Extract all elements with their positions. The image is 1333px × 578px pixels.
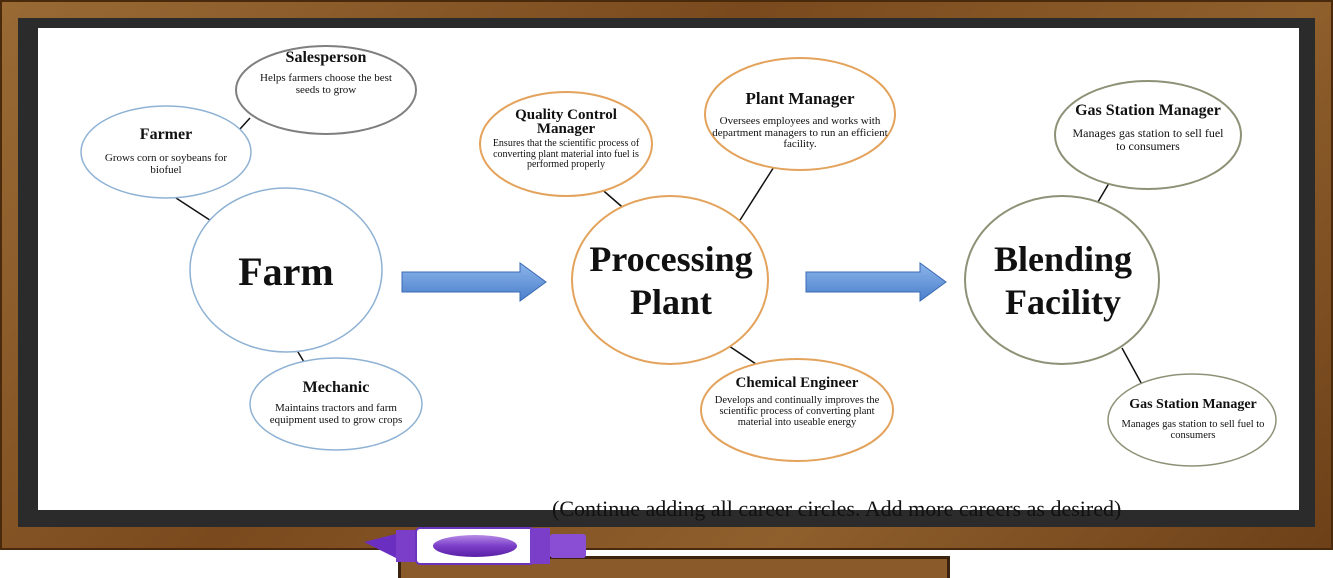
gas-top-desc: Manages gas station to sell fuel to cons… (1072, 126, 1224, 153)
marker-end (550, 534, 586, 558)
farmer-oval (80, 105, 252, 199)
chem-engineer-title: Chemical Engineer (735, 375, 859, 391)
plant-manager-oval (704, 57, 896, 171)
gas-bottom-oval (1107, 373, 1277, 467)
arrow-processing-to-blending (805, 262, 947, 302)
instruction-note: (Continue adding all career circles. Add… (552, 496, 1122, 521)
gas-bottom-desc: Manages gas station to sell fuel to cons… (1121, 419, 1265, 442)
purple-marker (364, 527, 586, 565)
processing-hub-label: Processing Plant (589, 239, 753, 323)
quality-title: Quality Control Manager (515, 107, 617, 138)
salesperson-desc: Helps farmers choose the best seeds to g… (260, 72, 392, 96)
arrow-farm-to-processing (401, 262, 547, 302)
gas-bottom-title: Gas Station Manager (1129, 397, 1257, 412)
marker-label (433, 535, 517, 557)
farm-hub-oval (189, 187, 383, 353)
farmer-title: Farmer (139, 126, 193, 143)
marker-cap-left (396, 530, 416, 562)
salesperson-title: Salesperson (285, 49, 367, 66)
marker-tip (364, 534, 396, 558)
gas-top-oval (1054, 80, 1242, 190)
mechanic-title: Mechanic (302, 379, 370, 396)
quality-desc: Ensures that the scientific process of c… (492, 138, 640, 170)
blending-hub-label: Blending Facility (993, 239, 1133, 323)
quality-oval (479, 91, 653, 197)
plant-manager-desc: Oversees employees and works with depart… (712, 115, 888, 151)
farmer-desc: Grows corn or soybeans for biofuel (104, 152, 228, 176)
farm-hub-label: Farm (238, 249, 334, 294)
processing-hub-oval (571, 195, 769, 365)
blending-hub-oval (964, 195, 1160, 365)
mechanic-oval (249, 357, 423, 451)
mechanic-desc: Maintains tractors and farm equipment us… (269, 402, 403, 426)
chem-engineer-oval (700, 358, 894, 462)
chem-engineer-desc: Develops and continually improves the sc… (714, 395, 880, 429)
gas-top-title: Gas Station Manager (1075, 102, 1221, 119)
salesperson-oval (235, 45, 417, 135)
marker-band (530, 528, 550, 564)
plant-manager-title: Plant Manager (745, 89, 855, 108)
